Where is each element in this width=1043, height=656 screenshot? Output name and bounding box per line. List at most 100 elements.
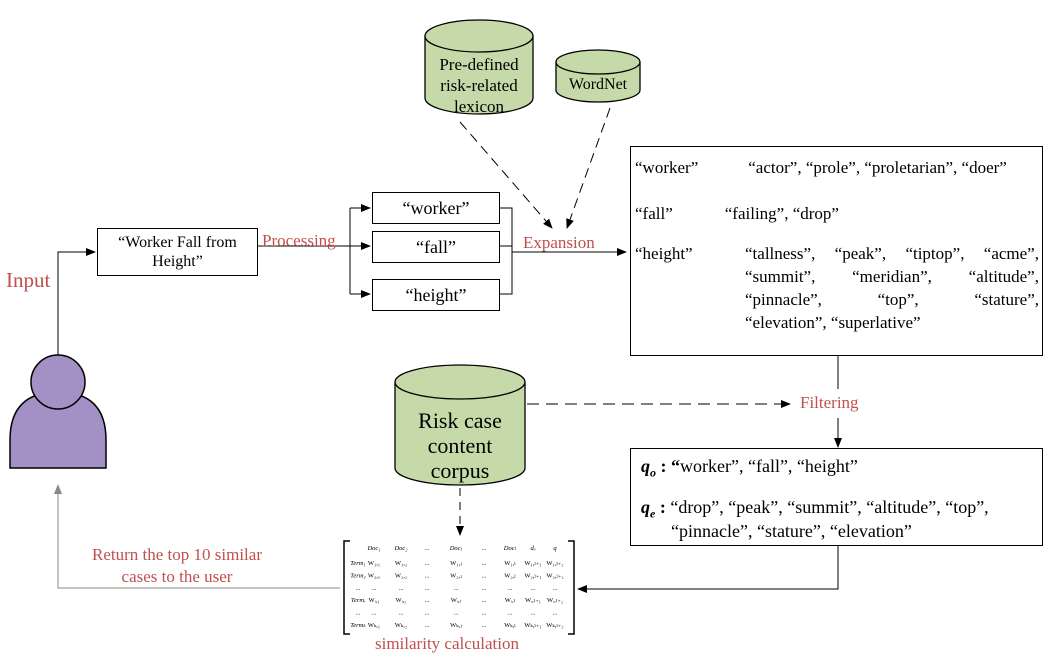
expansion-row-fall: “fall” “failing”, “drop” <box>635 204 839 224</box>
matrix-header-cell: Docₗ <box>503 545 517 552</box>
matrix-cell: ... <box>531 585 536 592</box>
wordnet-dashed-arrow <box>566 107 611 229</box>
matrix-cell: ... <box>482 560 487 567</box>
matrix-term-label: Term₁ <box>350 560 365 567</box>
matrix-cell: ... <box>454 610 459 617</box>
qe-terms-line-1: “drop”, “peak”, “summit”, “altitude”, “t… <box>670 497 989 517</box>
matrix-cell: ... <box>508 610 513 617</box>
matrix-header-cell: Docⱼ <box>449 545 463 552</box>
matrix-cell: ... <box>482 585 487 592</box>
matrix-cell: W₁,₁ <box>368 560 380 567</box>
matrix-cell: ... <box>425 610 430 617</box>
qo-label: qo <box>641 456 656 480</box>
matrix-cell: W₂,ₗ₊₂ <box>546 572 563 579</box>
expansion-results-box: “worker” “actor”, “prole”, “proletarian”,… <box>630 146 1043 356</box>
matrix-cell: Wₖ,₁ <box>368 622 380 629</box>
matrix-cell: ... <box>425 597 430 604</box>
input-arrow <box>57 248 96 355</box>
user-icon <box>9 354 107 469</box>
matrix-header-cell: Doc₂ <box>393 545 408 552</box>
matrix-cell: ... <box>399 585 404 592</box>
matrix-cell: ... <box>425 560 430 567</box>
qo-terms: worker”, “fall”, “height” <box>680 456 858 476</box>
term-box-height: “height” <box>372 279 500 311</box>
expansion-term-height: “height” <box>635 244 693 263</box>
matrix-cell: Wᵢ,ₗ₊₂ <box>547 597 563 604</box>
matrix-cell: Wₖ,ₗ₊₁ <box>524 622 541 629</box>
matrix-cell: ... <box>372 585 377 592</box>
matrix-cell: Wᵢ,ⱼ <box>451 597 462 604</box>
matrix-cell: Wᵢ,ₗ <box>505 597 516 604</box>
matrix-cell: W₂,ₗ₊₁ <box>524 572 541 579</box>
expansion-height-line-1: “tallness”, “peak”, “tiptop”, “acme”, <box>745 244 1039 263</box>
wordnet-database-icon <box>555 49 641 103</box>
matrix-cell: ... <box>454 585 459 592</box>
matrix-term-label: Term₂ <box>350 572 366 579</box>
matrix-cell: ... <box>482 622 487 629</box>
matrix-cell: Wᵢ,₂ <box>395 597 406 604</box>
matrix-cell: ... <box>531 610 536 617</box>
matrix-header-cell: dₒ <box>530 545 535 552</box>
expansion-label: Expansion <box>523 233 595 252</box>
matrix-bracket-right <box>568 540 575 635</box>
expansion-height-line-2: “summit”, “meridian”, “altitude”, <box>745 267 1039 286</box>
filtering-label: Filtering <box>800 393 859 412</box>
expansion-row-height: “height” <box>635 244 693 264</box>
return-arrow <box>54 484 340 589</box>
matrix-cell: W₂,₂ <box>395 572 407 579</box>
matrix-cell: ... <box>425 572 430 579</box>
matrix-cell: W₁,ₗ₊₂ <box>546 560 563 567</box>
matrix-cell: ... <box>482 572 487 579</box>
corpus-database-icon <box>394 364 526 486</box>
expansion-term-fall: “fall” <box>635 204 673 223</box>
query-box: “Worker Fall from Height” <box>97 228 258 276</box>
matrix-cell: Wᵢ,₁ <box>368 597 379 604</box>
matrix-cell: Wᵢ,ₗ₊₁ <box>525 597 541 604</box>
lexicon-dashed-arrow <box>459 121 553 229</box>
matrix-cell: ... <box>553 610 558 617</box>
qe-line: qe : “drop”, “peak”, “summit”, “altitude… <box>641 497 989 521</box>
expansion-height-line-3: “pinnacle”, “top”, “stature”, <box>745 290 1039 309</box>
matrix-cell: ... <box>372 610 377 617</box>
matrix-cell: ... <box>482 597 487 604</box>
matrix-cell: W₁,ₗ₊₁ <box>524 560 541 567</box>
matrix-cell: ... <box>482 610 487 617</box>
matrix-cell: ... <box>553 585 558 592</box>
query-to-matrix-arrow <box>577 546 839 593</box>
qo-line: qo : “worker”, “fall”, “height” <box>641 456 858 480</box>
matrix-term-label: ... <box>356 610 361 617</box>
matrix-header-cell: Doc₁ <box>366 545 380 552</box>
matrix-cell: W₂,₁ <box>368 572 380 579</box>
matrix-cell: ... <box>508 585 513 592</box>
expansion-row-worker: “worker” “actor”, “prole”, “proletarian”,… <box>635 158 1007 178</box>
matrix-header-cell: q <box>553 545 557 552</box>
wordnet-db-label: WordNet <box>568 76 628 93</box>
matrix-cell: ... <box>425 622 430 629</box>
similarity-calculation-label: similarity calculation <box>375 634 519 653</box>
expansion-height-line-4: “elevation”, “superlative” <box>745 313 921 332</box>
matrix-bracket-left <box>343 540 350 635</box>
lexicon-db-label: Pre-defined risk-related lexicon <box>439 54 519 116</box>
matrix-term-label: ... <box>356 585 361 592</box>
matrix-cell: Wₖ,₂ <box>395 622 407 629</box>
expansion-synonyms-fall: “failing”, “drop” <box>724 204 839 223</box>
matrix-header-cell: ... <box>482 545 487 552</box>
query-vectors-box: qo : “worker”, “fall”, “height” qe : “dr… <box>630 448 1043 546</box>
matrix-cell: W₁,ⱼ <box>450 560 462 567</box>
expansion-synonyms-worker: “actor”, “prole”, “proletarian”, “doer” <box>748 158 1007 177</box>
expansion-term-worker: “worker” <box>635 158 699 177</box>
corpus-db-label: Risk case content corpus <box>418 407 502 483</box>
lexicon-database-icon <box>424 19 534 115</box>
term-box-worker: “worker” <box>372 192 500 224</box>
return-label: Return the top 10 similar cases to the u… <box>92 545 262 586</box>
matrix-cell: Wₖ,ⱼ <box>450 622 462 629</box>
term-box-fall: “fall” <box>372 231 500 263</box>
matrix-header-cell: ... <box>425 545 430 552</box>
matrix-cell: W₁,ₗ <box>504 560 516 567</box>
matrix-cell: ... <box>399 610 404 617</box>
processing-label: Processing <box>262 231 336 250</box>
input-label: Input <box>6 268 51 292</box>
